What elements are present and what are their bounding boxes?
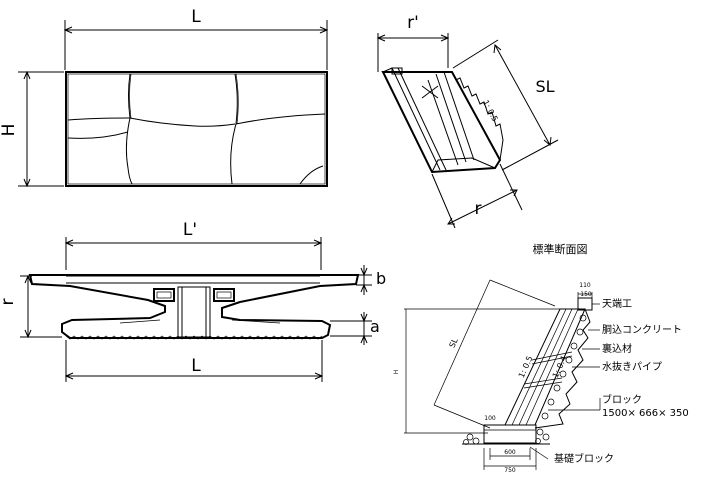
section-slope-length-label: SL: [448, 336, 460, 349]
annotation-drain-pipe: 水抜きパイプ: [602, 360, 662, 373]
annotation-backfill: 裏込材: [602, 342, 632, 355]
section-slope-ratio-1: 1: 0.5: [517, 355, 535, 380]
annotation-filling-concrete: 胴込コンクリート: [602, 324, 682, 336]
front-width-label: L: [191, 7, 201, 27]
section-title: 標準断面図: [533, 242, 588, 256]
front-height-label: H: [0, 124, 19, 137]
section-dim-base-inner: 600: [504, 449, 516, 456]
side-view: r' SL 1: 0.5 r: [376, 13, 559, 229]
section-dim-top-1: 110: [579, 282, 591, 289]
side-bottom-width-label: r: [475, 199, 482, 219]
front-view: L H: [0, 7, 329, 188]
side-top-width-label: r': [407, 13, 419, 33]
section-dim-top-2: 150: [580, 291, 592, 298]
side-slope-ratio-label: 1: 0.5: [481, 99, 500, 124]
annotation-block: ブロック: [602, 393, 642, 406]
annotation-top-cap: 天端工: [602, 297, 632, 310]
section-dim-base-outer: 750: [504, 467, 516, 474]
plan-bottom-offset-label: a: [370, 317, 380, 336]
plan-top-offset-label: b: [376, 269, 386, 288]
plan-top-length-label: L': [183, 220, 197, 240]
section-height-label: H: [393, 370, 400, 375]
plan-bottom-length-label: L: [191, 356, 201, 376]
section-dim-bottom-1: 100: [484, 415, 496, 422]
plan-view: L' r b a: [0, 220, 386, 382]
side-slope-length-label: SL: [535, 77, 554, 96]
front-block-outline: [65, 71, 328, 187]
standard-section: 標準断面図 H SL 110 1: [393, 242, 689, 474]
annotation-block-size: 1500× 666× 350: [602, 408, 689, 419]
annotation-foundation-block: 基礎ブロック: [554, 452, 614, 465]
plan-depth-label: r: [0, 299, 18, 306]
